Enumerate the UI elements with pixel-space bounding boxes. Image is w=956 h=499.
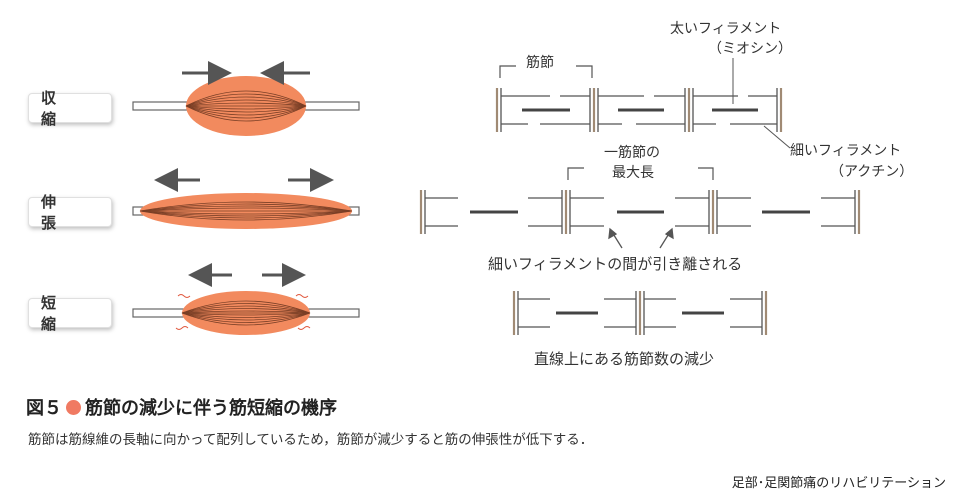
figure-title: 図５ 筋節の減少に伴う筋短縮の機序 <box>26 394 337 420</box>
pointer-thin-filament <box>763 125 791 149</box>
sarcomere-diagrams <box>419 58 861 335</box>
label-shortening: 短 縮 <box>28 294 112 333</box>
tension-marks <box>175 294 311 330</box>
label-thin-filament: 細いフィラメント <box>790 143 902 159</box>
figure-caption: 筋節は筋線維の長軸に向かって配列しているため，筋節が減少すると筋の伸張性が低下す… <box>28 432 594 448</box>
muscle-illustrations <box>132 61 360 335</box>
accent-dot <box>66 399 81 415</box>
gap-pointers <box>608 227 674 249</box>
label-contraction: 収 縮 <box>28 89 112 128</box>
muscle-extension <box>132 168 360 229</box>
label-max-length-2: 最大長 <box>612 165 654 181</box>
figure-number: 図５ <box>26 398 62 419</box>
label-extension: 伸 張 <box>28 193 112 232</box>
label-pulled-apart: 細いフィラメントの間が引き離される <box>488 255 743 273</box>
label-actin: （アクチン） <box>830 164 914 180</box>
label-max-length-1: 一筋節の <box>604 145 660 161</box>
label-thick-filament: 太いフィラメント <box>670 21 782 37</box>
muscle-shortening <box>132 263 360 335</box>
sarcomere-bracket <box>499 65 593 78</box>
sarcomere-row-contracted <box>495 88 783 132</box>
muscle-contraction <box>132 61 360 136</box>
figure-source: 足部･足関節痛のリハビリテーション <box>731 476 946 491</box>
figure-title-text: 筋節の減少に伴う筋短縮の機序 <box>85 398 337 419</box>
sarcomere-row-stretched <box>419 190 861 234</box>
label-sarcomere: 筋節 <box>526 55 554 71</box>
max-length-bracket <box>567 167 714 180</box>
label-decrease: 直線上にある筋節数の減少 <box>534 350 715 368</box>
sarcomere-row-reduced <box>512 291 768 335</box>
label-myosin: （ミオシン） <box>708 41 792 57</box>
